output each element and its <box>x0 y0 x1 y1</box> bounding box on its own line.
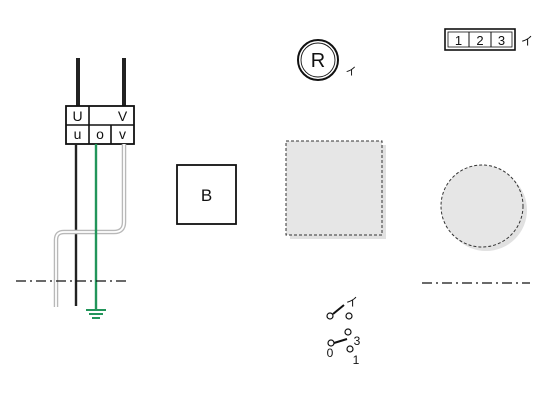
terminal-u: U <box>72 108 82 124</box>
terminal-strip: 1 2 3 イ <box>444 28 533 51</box>
terminal-strip-cell-2: 2 <box>476 33 483 48</box>
relay-label: R <box>311 50 325 72</box>
terminal-v-small: v <box>119 126 126 142</box>
switch-symbol-a: イ <box>326 295 358 320</box>
transformer-group: U V u o v <box>16 58 135 319</box>
terminal-strip-cell-1: 1 <box>455 33 462 48</box>
box-b: B <box>176 164 237 225</box>
dashed-square-shape <box>285 140 386 239</box>
terminal-v: V <box>118 108 128 124</box>
switch-b-label-1: 1 <box>353 353 360 367</box>
switch-a-label: イ <box>346 295 358 309</box>
switch-b-label-3: 3 <box>354 334 361 348</box>
dashed-circle-shape <box>440 164 527 251</box>
gray-cable <box>53 144 127 307</box>
terminal-u-small: u <box>74 126 82 142</box>
switch-b-label-0: 0 <box>327 346 334 360</box>
switch-symbol-b: 3 0 1 <box>327 328 361 367</box>
relay-sub-label: イ <box>346 66 357 78</box>
terminal-strip-suffix: イ <box>521 34 533 48</box>
relay-symbol: R イ <box>297 39 357 81</box>
ground-icon <box>86 309 106 319</box>
terminal-o: o <box>96 126 104 142</box>
box-b-label: B <box>201 186 212 205</box>
terminal-strip-cell-3: 3 <box>498 33 505 48</box>
